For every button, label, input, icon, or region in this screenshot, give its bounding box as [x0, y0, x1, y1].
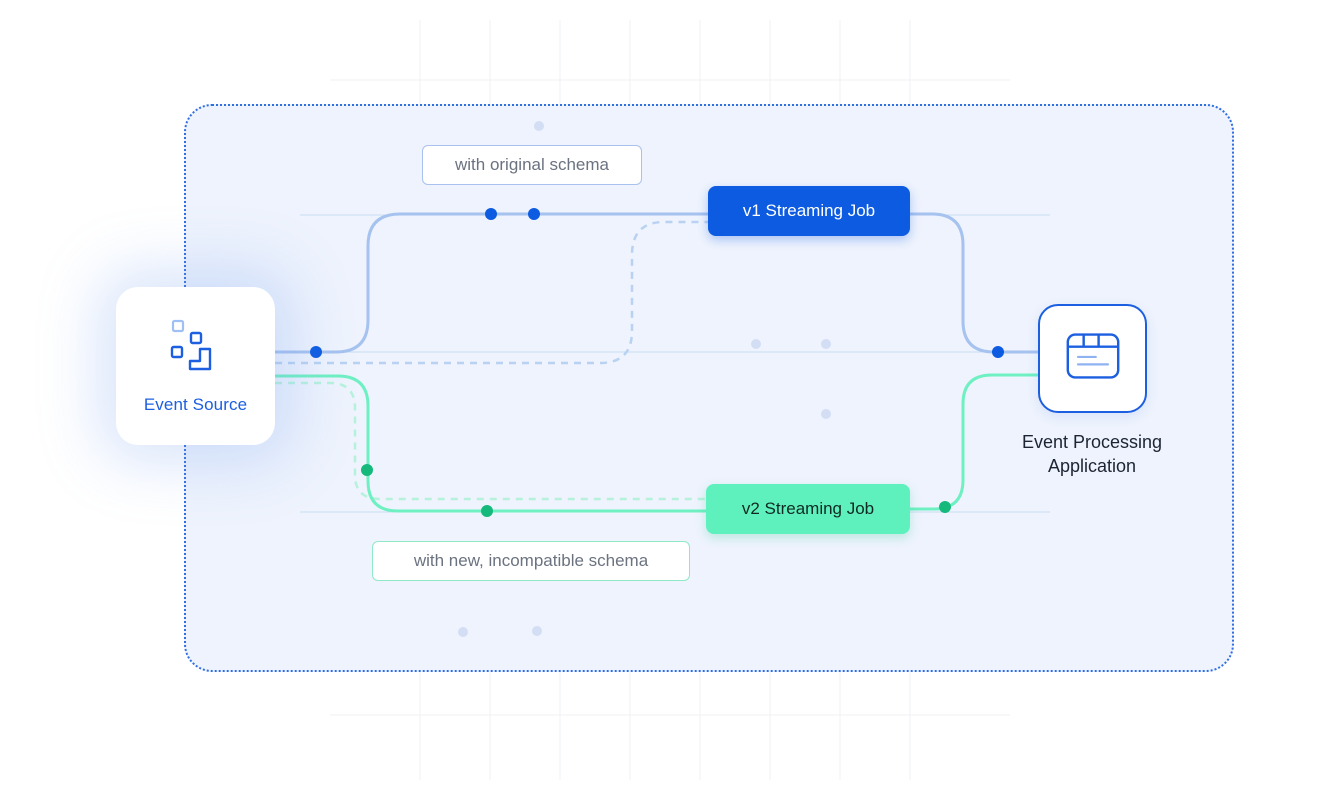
decor-dot — [458, 627, 468, 637]
new-schema-label: with new, incompatible schema — [372, 541, 690, 581]
application-label-line2: Application — [1047, 456, 1137, 476]
event-source-node[interactable]: Event Source — [116, 287, 275, 445]
v2-event-dot — [481, 505, 493, 517]
dashed-new-route — [275, 381, 706, 501]
v1-wire-out — [910, 212, 1038, 354]
v2-streaming-job[interactable]: v2 Streaming Job — [706, 484, 910, 534]
v1-event-dot — [485, 208, 497, 220]
dashed-original-route — [275, 220, 708, 365]
event-processing-application-node[interactable] — [1038, 304, 1147, 413]
v2-event-dot — [939, 501, 951, 513]
event-source-label: Event Source — [143, 395, 248, 414]
v1-event-dot — [528, 208, 540, 220]
v1-event-dot — [992, 346, 1004, 358]
v1-streaming-job[interactable]: v1 Streaming Job — [708, 186, 910, 236]
v1-wire-in — [275, 212, 708, 354]
decor-dot — [532, 626, 542, 636]
application-window-icon — [1065, 331, 1121, 386]
v2-event-dot — [361, 464, 373, 476]
decor-dot — [534, 121, 544, 131]
decor-dot — [751, 339, 761, 349]
decor-dot — [821, 409, 831, 419]
event-source-icon — [166, 317, 226, 377]
application-label-line1: Event Processing — [1021, 432, 1163, 452]
v2-wire-in — [275, 374, 706, 513]
decor-dot — [821, 339, 831, 349]
event-processing-application-label: Event Processing Application — [992, 430, 1192, 478]
original-schema-label: with original schema — [422, 145, 642, 185]
v1-event-dot — [310, 346, 322, 358]
